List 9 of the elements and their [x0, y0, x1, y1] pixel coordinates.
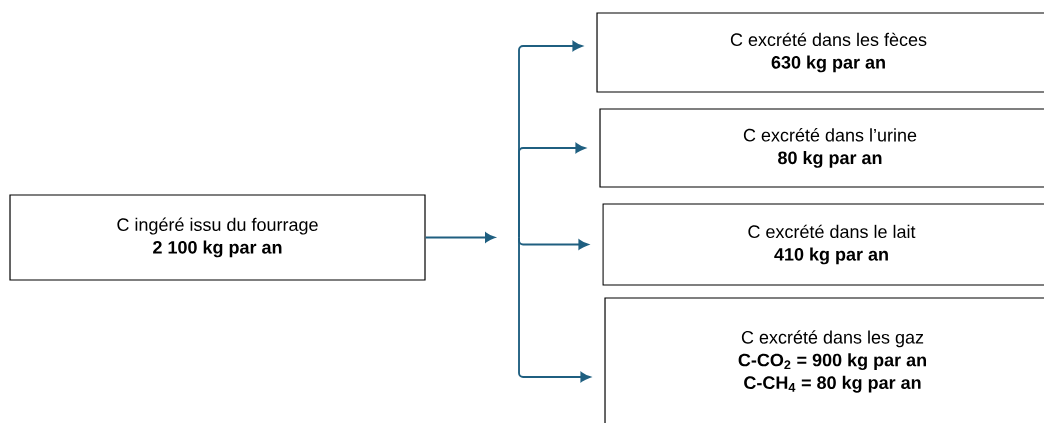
- arrow: [518, 236, 591, 382]
- arrow: [518, 236, 589, 250]
- text-box: C excrété dans les fèces 630 kg par an: [596, 12, 1044, 93]
- arrow: [518, 142, 586, 239]
- arrow: [424, 232, 495, 243]
- text-box: C excrété dans les gaz C-CO$_{2}$ = 900 kg par an C-CH$_{4}$ = 80 kg par an: [604, 297, 1044, 423]
- text-box: C excrété dans l’urine 80 kg par an: [599, 108, 1044, 188]
- text-box: C excrété dans le lait 410 kg par an: [602, 203, 1044, 286]
- text-box: C ingéré issu du fourrage 2 100 kg par an: [9, 194, 426, 281]
